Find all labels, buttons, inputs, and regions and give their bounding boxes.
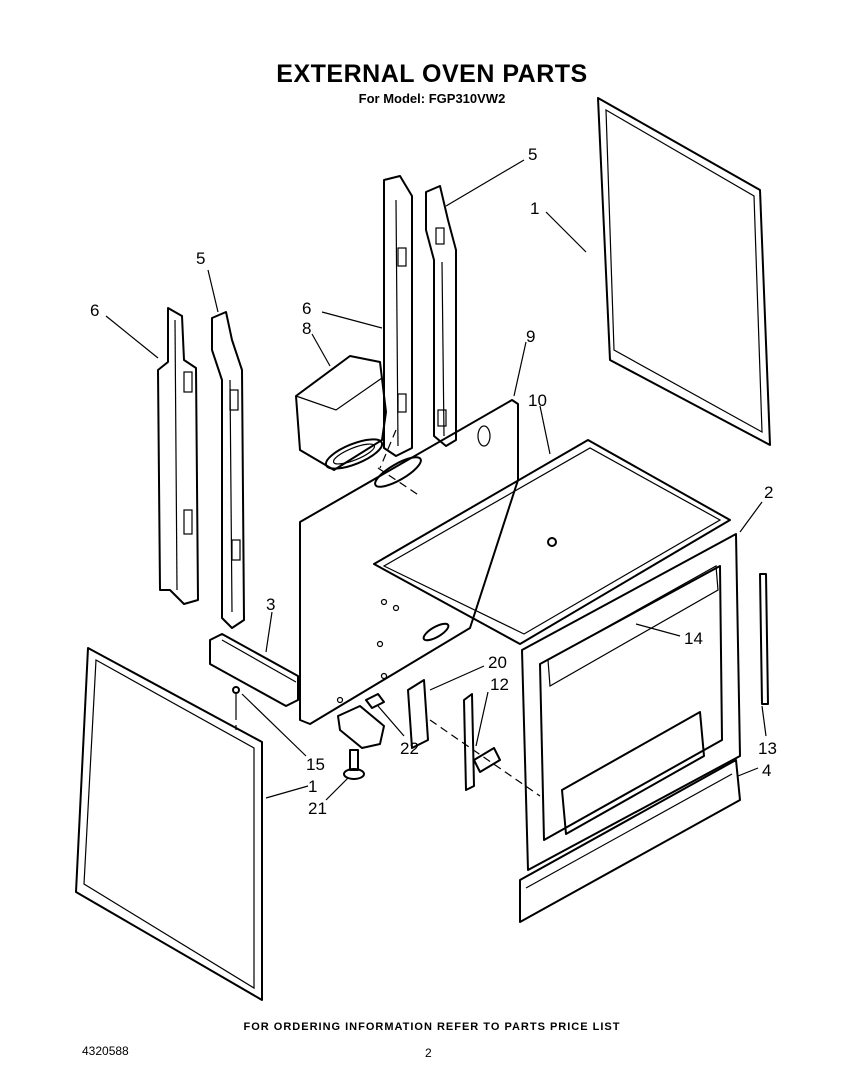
- front-frame: [521, 533, 741, 871]
- page-number: 2: [425, 1046, 432, 1060]
- callout-5-top: 5: [528, 145, 537, 164]
- leader-21: [325, 777, 349, 801]
- callout-15: 15: [306, 755, 325, 774]
- base-trim: [519, 759, 741, 923]
- leader-1-top: [545, 211, 587, 253]
- hinge-receptacle: [407, 679, 429, 749]
- top-panel: [373, 439, 731, 645]
- leader-6-left: [105, 315, 159, 359]
- document-number: 4320588: [82, 1044, 129, 1058]
- ordering-note: FOR ORDERING INFORMATION REFER TO PARTS …: [243, 1021, 621, 1033]
- leader-6-center: [321, 311, 383, 329]
- leader-10: [539, 405, 551, 455]
- callout-13: 13: [758, 739, 777, 758]
- leader-4: [737, 767, 759, 777]
- side-panel-right: [597, 97, 771, 446]
- side-rail-left: [157, 307, 199, 605]
- model-subtitle: For Model: FGP310VW2: [358, 91, 506, 106]
- leader-22: [377, 705, 405, 737]
- callout-12: 12: [490, 675, 509, 694]
- callout-21: 21: [308, 799, 327, 818]
- assembly-line-3: [377, 467, 421, 497]
- bottom-bracket: [209, 633, 299, 707]
- leader-20: [429, 665, 485, 691]
- leader-1-bottom: [265, 785, 309, 799]
- callout-9: 9: [526, 327, 535, 346]
- leader-12: [475, 691, 489, 747]
- leader-9: [513, 341, 527, 397]
- page-title: EXTERNAL OVEN PARTS: [276, 60, 588, 88]
- hinge-bracket: [463, 693, 501, 791]
- front-bracket-left: [211, 311, 245, 629]
- vent-duct: [295, 355, 387, 471]
- callout-14: 14: [684, 629, 703, 648]
- trim-strip: [759, 573, 769, 705]
- screw: [232, 686, 240, 712]
- callout-5-left: 5: [196, 249, 205, 268]
- callout-6-center: 6: [302, 299, 311, 318]
- leader-2: [739, 501, 763, 533]
- leader-15: [241, 693, 307, 757]
- callout-6-left: 6: [90, 301, 99, 320]
- leader-5-top: [445, 159, 525, 207]
- callout-1-top: 1: [530, 199, 539, 218]
- leader-14: [635, 623, 681, 637]
- side-rail-center: [383, 175, 413, 457]
- callout-2: 2: [764, 483, 773, 502]
- callout-3: 3: [266, 595, 275, 614]
- callout-8: 8: [302, 319, 311, 338]
- back-panel: [299, 399, 519, 725]
- callout-1-bottom: 1: [308, 777, 317, 796]
- assembly-line-1: [379, 429, 397, 469]
- assembly-line-2: [429, 719, 541, 797]
- leveling-leg: [343, 749, 365, 780]
- side-panel-left: [75, 647, 263, 1001]
- leader-5-left: [207, 269, 219, 313]
- callout-10: 10: [528, 391, 547, 410]
- leader-13: [761, 705, 767, 737]
- callout-22: 22: [400, 739, 419, 758]
- front-bracket-right: [425, 185, 457, 447]
- callout-4: 4: [762, 761, 771, 780]
- leader-8: [311, 333, 331, 367]
- leader-3: [265, 611, 273, 653]
- clip: [365, 693, 385, 709]
- leveling-leg-bracket: [337, 705, 385, 749]
- callout-20: 20: [488, 653, 507, 672]
